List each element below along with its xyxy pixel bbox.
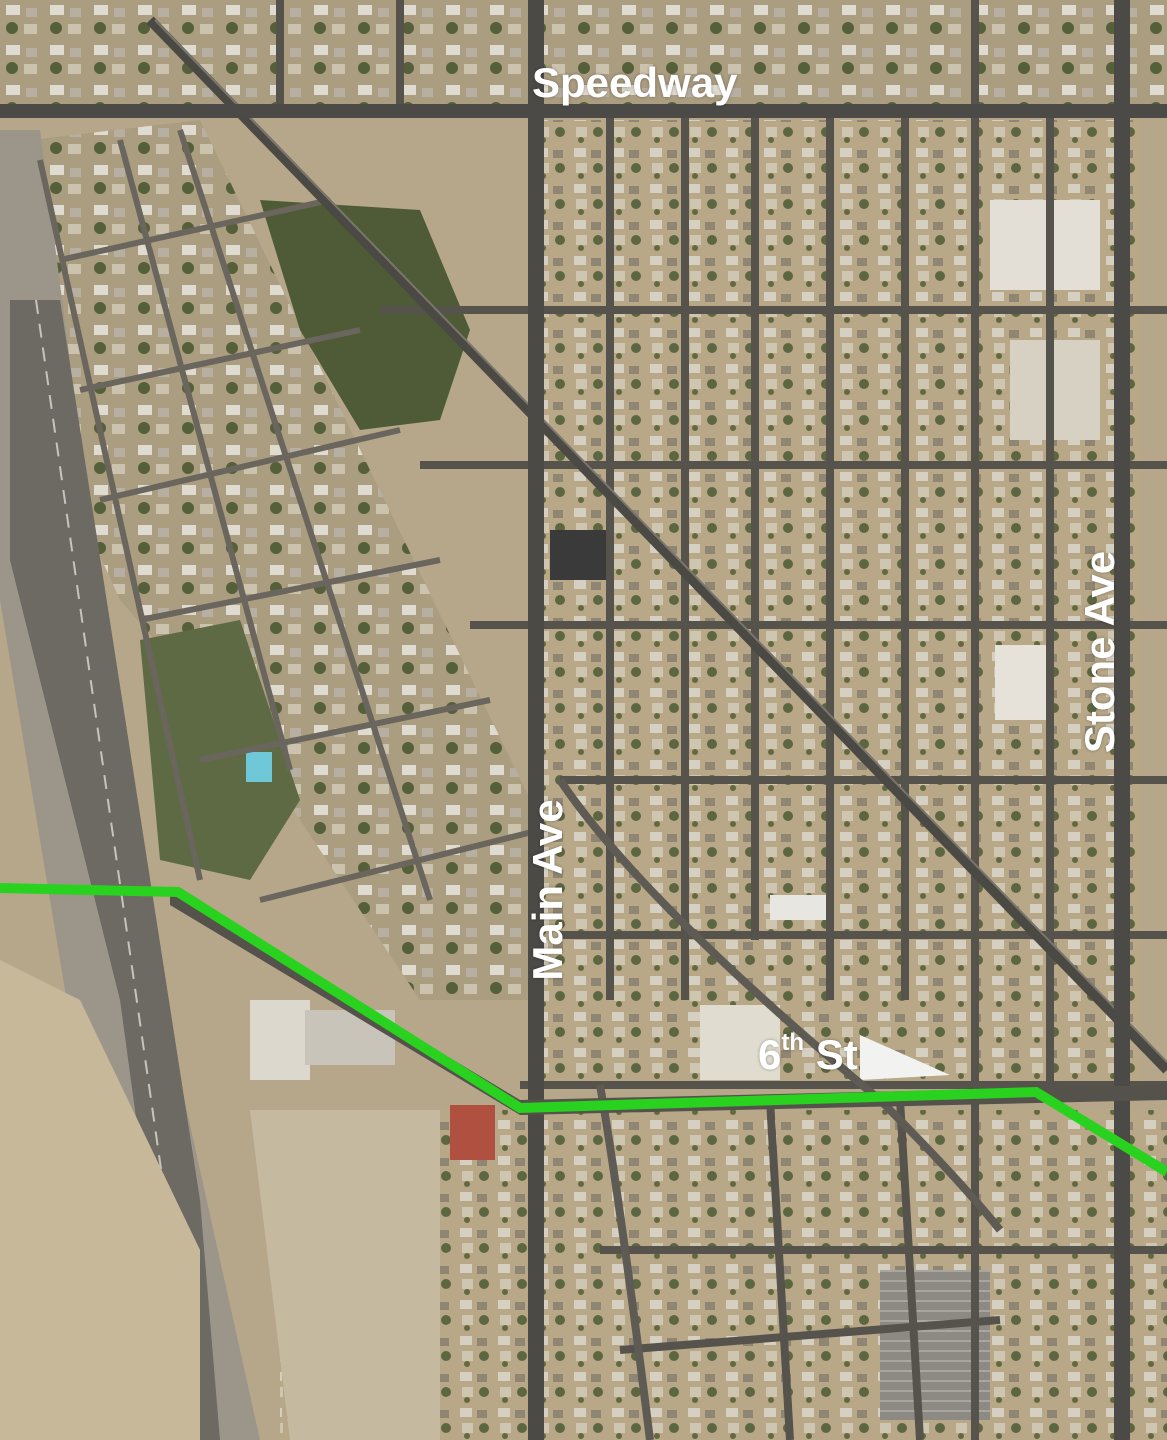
- building: [770, 895, 830, 920]
- sixth-st-road: [170, 890, 1167, 1115]
- street-label-main-ave: Main Ave: [524, 799, 571, 981]
- curved-road: [556, 777, 1004, 1233]
- street-label-text: Stone Ave: [1076, 550, 1123, 754]
- street-label-6th-st: 6th St: [758, 1031, 858, 1078]
- main-ave-road: [528, 0, 544, 1440]
- building: [450, 1105, 495, 1160]
- railroad-track: [154, 19, 1167, 1063]
- street-label-ordinal: th: [781, 1029, 805, 1056]
- pool: [246, 752, 272, 782]
- building: [700, 1005, 780, 1080]
- building: [250, 1000, 310, 1080]
- building: [860, 1035, 950, 1080]
- street-label-stone-ave: Stone Ave: [1076, 550, 1123, 754]
- street-label-text: Speedway: [532, 59, 738, 106]
- street-label-text: St: [815, 1031, 858, 1078]
- speedway-road: [0, 104, 1167, 118]
- building: [995, 645, 1050, 720]
- route-line: [0, 883, 1167, 1177]
- street-label-text: Main Ave: [524, 799, 571, 981]
- street-label-number: 6: [758, 1031, 782, 1078]
- stone-ave-road: [1114, 0, 1130, 1440]
- diagonal-streets: [37, 129, 541, 903]
- street-label-speedway: Speedway: [532, 62, 737, 104]
- parking-lot: [550, 530, 610, 580]
- dirt-lot: [250, 1110, 440, 1440]
- wash: [0, 960, 200, 1440]
- building: [1010, 340, 1100, 440]
- park-field: [140, 620, 300, 880]
- park-vegetation: [260, 200, 470, 430]
- railroad: [146, 16, 1167, 1074]
- neighborhood-west: [30, 120, 540, 1000]
- freeway-lanes: [10, 300, 220, 1440]
- curved-road: [596, 1084, 654, 1440]
- building: [990, 200, 1100, 290]
